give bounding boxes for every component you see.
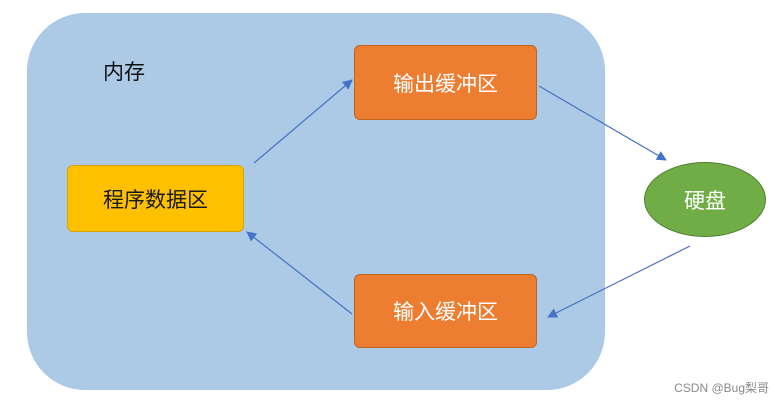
output-buffer-box: 输出缓冲区 — [354, 45, 537, 120]
memory-label: 内存 — [103, 60, 145, 84]
input-buffer-box: 输入缓冲区 — [354, 274, 537, 348]
program-data-area-box: 程序数据区 — [67, 165, 244, 232]
watermark: CSDN @Bug梨哥 — [674, 381, 769, 395]
disk-node: 硬盘 — [644, 162, 766, 237]
